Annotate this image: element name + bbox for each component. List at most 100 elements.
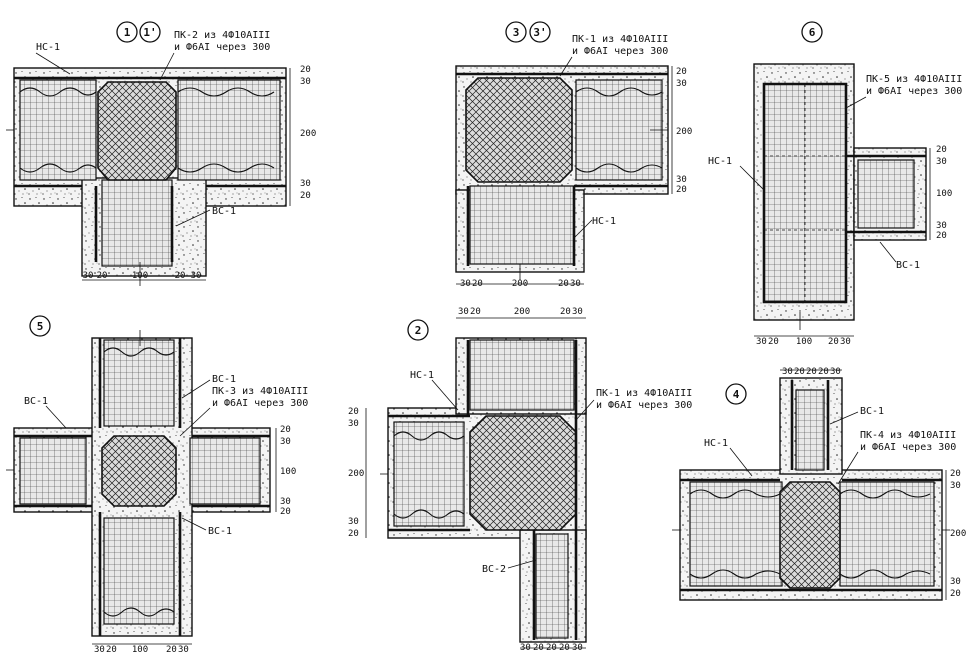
svg-text:30: 30: [300, 77, 311, 87]
svg-text:20: 20: [280, 507, 291, 517]
detail-3-mark-3-prime: 3': [529, 21, 551, 43]
detail-2-mark-2: 2: [407, 319, 429, 341]
svg-text:200: 200: [300, 129, 316, 139]
svg-text:3: 3: [513, 26, 520, 39]
svg-text:30: 30: [782, 367, 793, 377]
svg-text:100: 100: [132, 271, 148, 281]
svg-text:20: 20: [533, 643, 544, 652]
svg-text:30: 30: [191, 271, 202, 281]
callout-vs1-d5-top: ВС-1: [212, 374, 236, 385]
svg-text:20: 20: [280, 425, 291, 435]
svg-text:20: 20: [470, 307, 481, 317]
detail-3-dims-vertical: 20 30 200 30 20: [676, 67, 692, 195]
svg-text:5: 5: [37, 320, 44, 333]
svg-text:200: 200: [676, 127, 692, 137]
svg-text:30: 30: [950, 481, 961, 491]
svg-text:20: 20: [806, 367, 817, 377]
callout-pk5-spacing: и Ф6АI через 300: [866, 86, 962, 97]
callout-ns1-d2: НС-1: [410, 370, 434, 381]
callout-pk1-d2: ПК-1 из 4Ф10АIII: [596, 388, 692, 399]
svg-text:30: 30: [840, 337, 851, 347]
svg-text:20: 20: [348, 407, 359, 417]
svg-text:20: 20: [546, 643, 557, 652]
svg-text:200: 200: [348, 469, 364, 479]
svg-text:1': 1': [143, 26, 156, 39]
svg-text:30: 30: [460, 279, 471, 289]
detail-6-drawing: [753, 63, 931, 337]
svg-text:30: 30: [300, 179, 311, 189]
svg-text:30: 30: [178, 645, 189, 652]
detail-2-dims-horizontal-top: 30 20 200 20 30: [458, 307, 583, 317]
svg-text:30: 30: [458, 307, 469, 317]
callout-pk2: ПК-2 из 4Ф10АIII: [174, 30, 270, 41]
callout-ns1-d4: НС-1: [704, 438, 728, 449]
svg-text:100: 100: [132, 645, 148, 652]
svg-text:20: 20: [348, 529, 359, 539]
svg-text:30: 30: [280, 497, 291, 507]
callout-ns1-d3: НС-1: [592, 216, 616, 227]
callout-vs1-d5-bottom: ВС-1: [208, 526, 232, 537]
detail-6-dims-vertical: 20 30 100 30 20: [936, 145, 952, 241]
detail-3-dims-horizontal: 30 20 200 20 30: [460, 279, 581, 289]
svg-text:20: 20: [560, 307, 571, 317]
svg-text:30: 30: [756, 337, 767, 347]
svg-text:30: 30: [348, 517, 359, 527]
svg-text:30: 30: [936, 221, 947, 231]
svg-text:20: 20: [676, 185, 687, 195]
callout-pk1-spacing: и Ф6АI через 300: [572, 46, 668, 57]
svg-text:20: 20: [950, 469, 961, 479]
detail-1-dims-horizontal: 30 20 100 20 30: [83, 271, 202, 281]
svg-text:30: 30: [830, 367, 841, 377]
detail-6-dims-horizontal: 30 20 100 20 30: [756, 337, 851, 347]
svg-text:20: 20: [472, 279, 483, 289]
svg-text:200: 200: [512, 279, 528, 289]
svg-text:20: 20: [936, 231, 947, 241]
svg-text:30: 30: [950, 577, 961, 587]
svg-text:30: 30: [280, 437, 291, 447]
svg-text:30: 30: [348, 419, 359, 429]
svg-text:20: 20: [300, 191, 311, 201]
svg-text:100: 100: [280, 467, 296, 477]
detail-5-mark-5: 5: [29, 315, 51, 337]
detail-4-mark-4: 4: [725, 383, 747, 405]
detail-1-drawing: [6, 67, 291, 286]
svg-text:20: 20: [828, 337, 839, 347]
svg-text:2: 2: [415, 324, 422, 337]
svg-text:20: 20: [768, 337, 779, 347]
svg-text:30: 30: [676, 79, 687, 89]
svg-text:200: 200: [514, 307, 530, 317]
detail-1-mark-1-prime: 1': [139, 21, 161, 43]
callout-ns1: НС-1: [36, 42, 60, 53]
svg-text:20: 20: [300, 65, 311, 75]
detail-4-dims-horizontal-top: 30 20 20 20 30: [782, 367, 841, 377]
detail-2-dims-vertical: 20 30 200 30 20: [348, 407, 364, 539]
svg-text:30: 30: [570, 279, 581, 289]
svg-text:200: 200: [950, 529, 966, 539]
svg-text:20: 20: [175, 271, 186, 281]
detail-4-drawing: [672, 369, 950, 601]
callout-vs1-d4: ВС-1: [860, 406, 884, 417]
svg-text:20: 20: [676, 67, 687, 77]
callout-vs1-d6: ВС-1: [896, 260, 920, 271]
svg-text:30: 30: [520, 643, 531, 652]
callout-pk2-spacing: и Ф6АI через 300: [174, 42, 270, 53]
svg-text:20: 20: [558, 279, 569, 289]
svg-text:30: 30: [572, 307, 583, 317]
svg-text:30: 30: [94, 645, 105, 652]
svg-text:20: 20: [950, 589, 961, 599]
svg-text:30: 30: [572, 643, 583, 652]
callout-vs1: ВС-1: [212, 206, 236, 217]
svg-text:1: 1: [124, 26, 131, 39]
svg-text:30: 30: [676, 175, 687, 185]
svg-text:20: 20: [559, 643, 570, 652]
callout-pk4-spacing: и Ф6АI через 300: [860, 442, 956, 453]
svg-text:30: 30: [83, 271, 94, 281]
callout-pk5: ПК-5 из 4Ф10АIII: [866, 74, 962, 85]
detail-3-drawing: [455, 65, 673, 285]
detail-1-dims-vertical: 20 30 200 30 20: [300, 65, 316, 201]
svg-text:20: 20: [106, 645, 117, 652]
detail-5-drawing: [6, 330, 277, 645]
svg-text:30: 30: [936, 157, 947, 167]
svg-text:20: 20: [936, 145, 947, 155]
svg-text:4: 4: [733, 388, 740, 401]
